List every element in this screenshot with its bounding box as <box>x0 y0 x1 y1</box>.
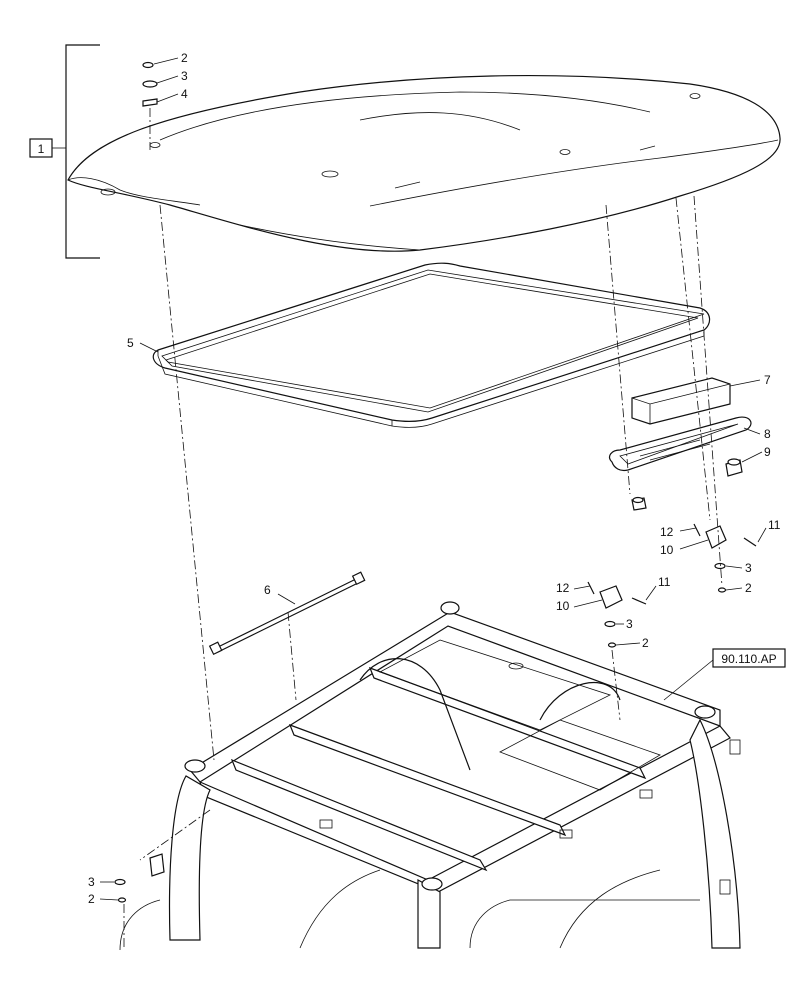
callout-2: 2 <box>642 636 649 650</box>
callout-10: 10 <box>660 543 674 557</box>
support-rod: 6 <box>208 571 366 656</box>
callout-12: 12 <box>556 581 570 595</box>
cab-frame <box>119 601 741 951</box>
callout-5: 5 <box>127 336 134 350</box>
callout-7: 7 <box>764 373 771 387</box>
washer-icon <box>142 80 158 88</box>
nut-icon <box>142 61 154 69</box>
assembly-lines <box>123 108 723 950</box>
callout-6: 6 <box>264 583 271 597</box>
hinge-hardware-lower: 12 10 11 3 2 <box>556 575 671 650</box>
dome-light: 7 <box>631 373 771 425</box>
callout-4: 4 <box>181 87 188 101</box>
thumb-screws: 9 <box>631 445 771 511</box>
callout-3: 3 <box>181 69 188 83</box>
callout-3: 3 <box>626 617 633 631</box>
callout-2: 2 <box>745 581 752 595</box>
hinge-bracket-icon <box>599 585 623 609</box>
lower-left-fasteners: 3 2 <box>88 853 165 906</box>
callout-12: 12 <box>660 525 674 539</box>
callout-10: 10 <box>556 599 570 613</box>
grommet-icon <box>142 98 158 107</box>
roof-fastener-stack: 2 3 4 <box>142 51 188 107</box>
assembly-bracket: 1 <box>29 44 100 259</box>
callout-11: 11 <box>658 575 671 589</box>
roof-seal-frame: 5 <box>127 262 711 428</box>
reference-label: 90.110.AP <box>721 652 776 666</box>
roof-panel <box>67 74 781 252</box>
assembly-callout-box <box>29 138 53 158</box>
hinge-hardware-upper: 12 10 11 3 2 <box>660 518 781 595</box>
callout-9: 9 <box>764 445 771 459</box>
assembly-callout-label: 1 <box>38 142 45 156</box>
callout-3: 3 <box>745 561 752 575</box>
reference-tag: 90.110.AP <box>663 648 786 701</box>
light-bezel: 8 <box>608 416 771 472</box>
callout-8: 8 <box>764 427 771 441</box>
callout-3: 3 <box>88 875 95 889</box>
callout-2: 2 <box>181 51 188 65</box>
callout-11: 11 <box>768 518 781 532</box>
hinge-bracket-icon <box>705 525 727 549</box>
callout-2: 2 <box>88 892 95 906</box>
